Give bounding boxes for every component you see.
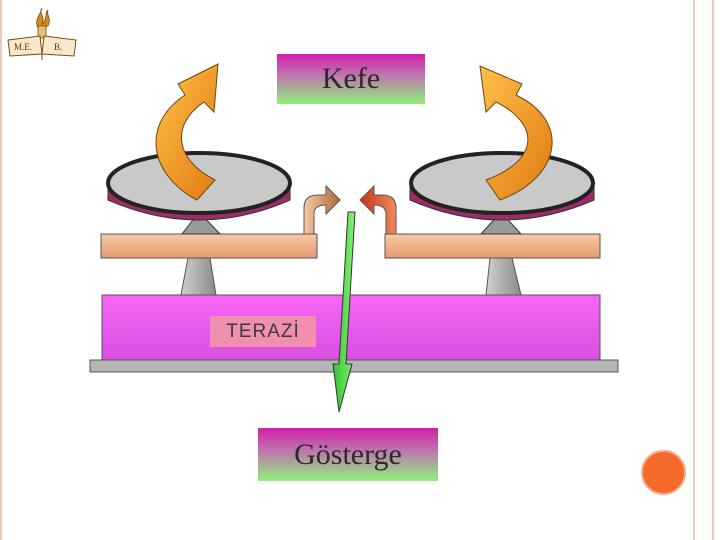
- slide-accent-dot: [641, 450, 686, 495]
- scale-base: [89, 294, 619, 373]
- meb-logo: M.E. B.: [7, 7, 77, 60]
- small-right-arrow-icon: [359, 184, 397, 235]
- left-curved-arrow-icon: [155, 63, 219, 201]
- logo-right-text: B.: [54, 42, 62, 52]
- logo-left-text: M.E.: [14, 42, 32, 52]
- left-support: [100, 211, 318, 296]
- gosterge-label: Gösterge: [258, 428, 438, 481]
- frame-line-right-inner: [693, 0, 695, 540]
- kefe-label: Kefe: [277, 54, 425, 104]
- pointer-needle: [332, 211, 356, 413]
- small-left-arrow-icon: [303, 184, 341, 235]
- right-curved-arrow-icon: [479, 65, 553, 201]
- frame-line-right-outer: [712, 0, 714, 540]
- right-support: [384, 211, 601, 296]
- frame-line-left: [0, 0, 2, 540]
- terazi-label: TERAZİ: [210, 316, 316, 347]
